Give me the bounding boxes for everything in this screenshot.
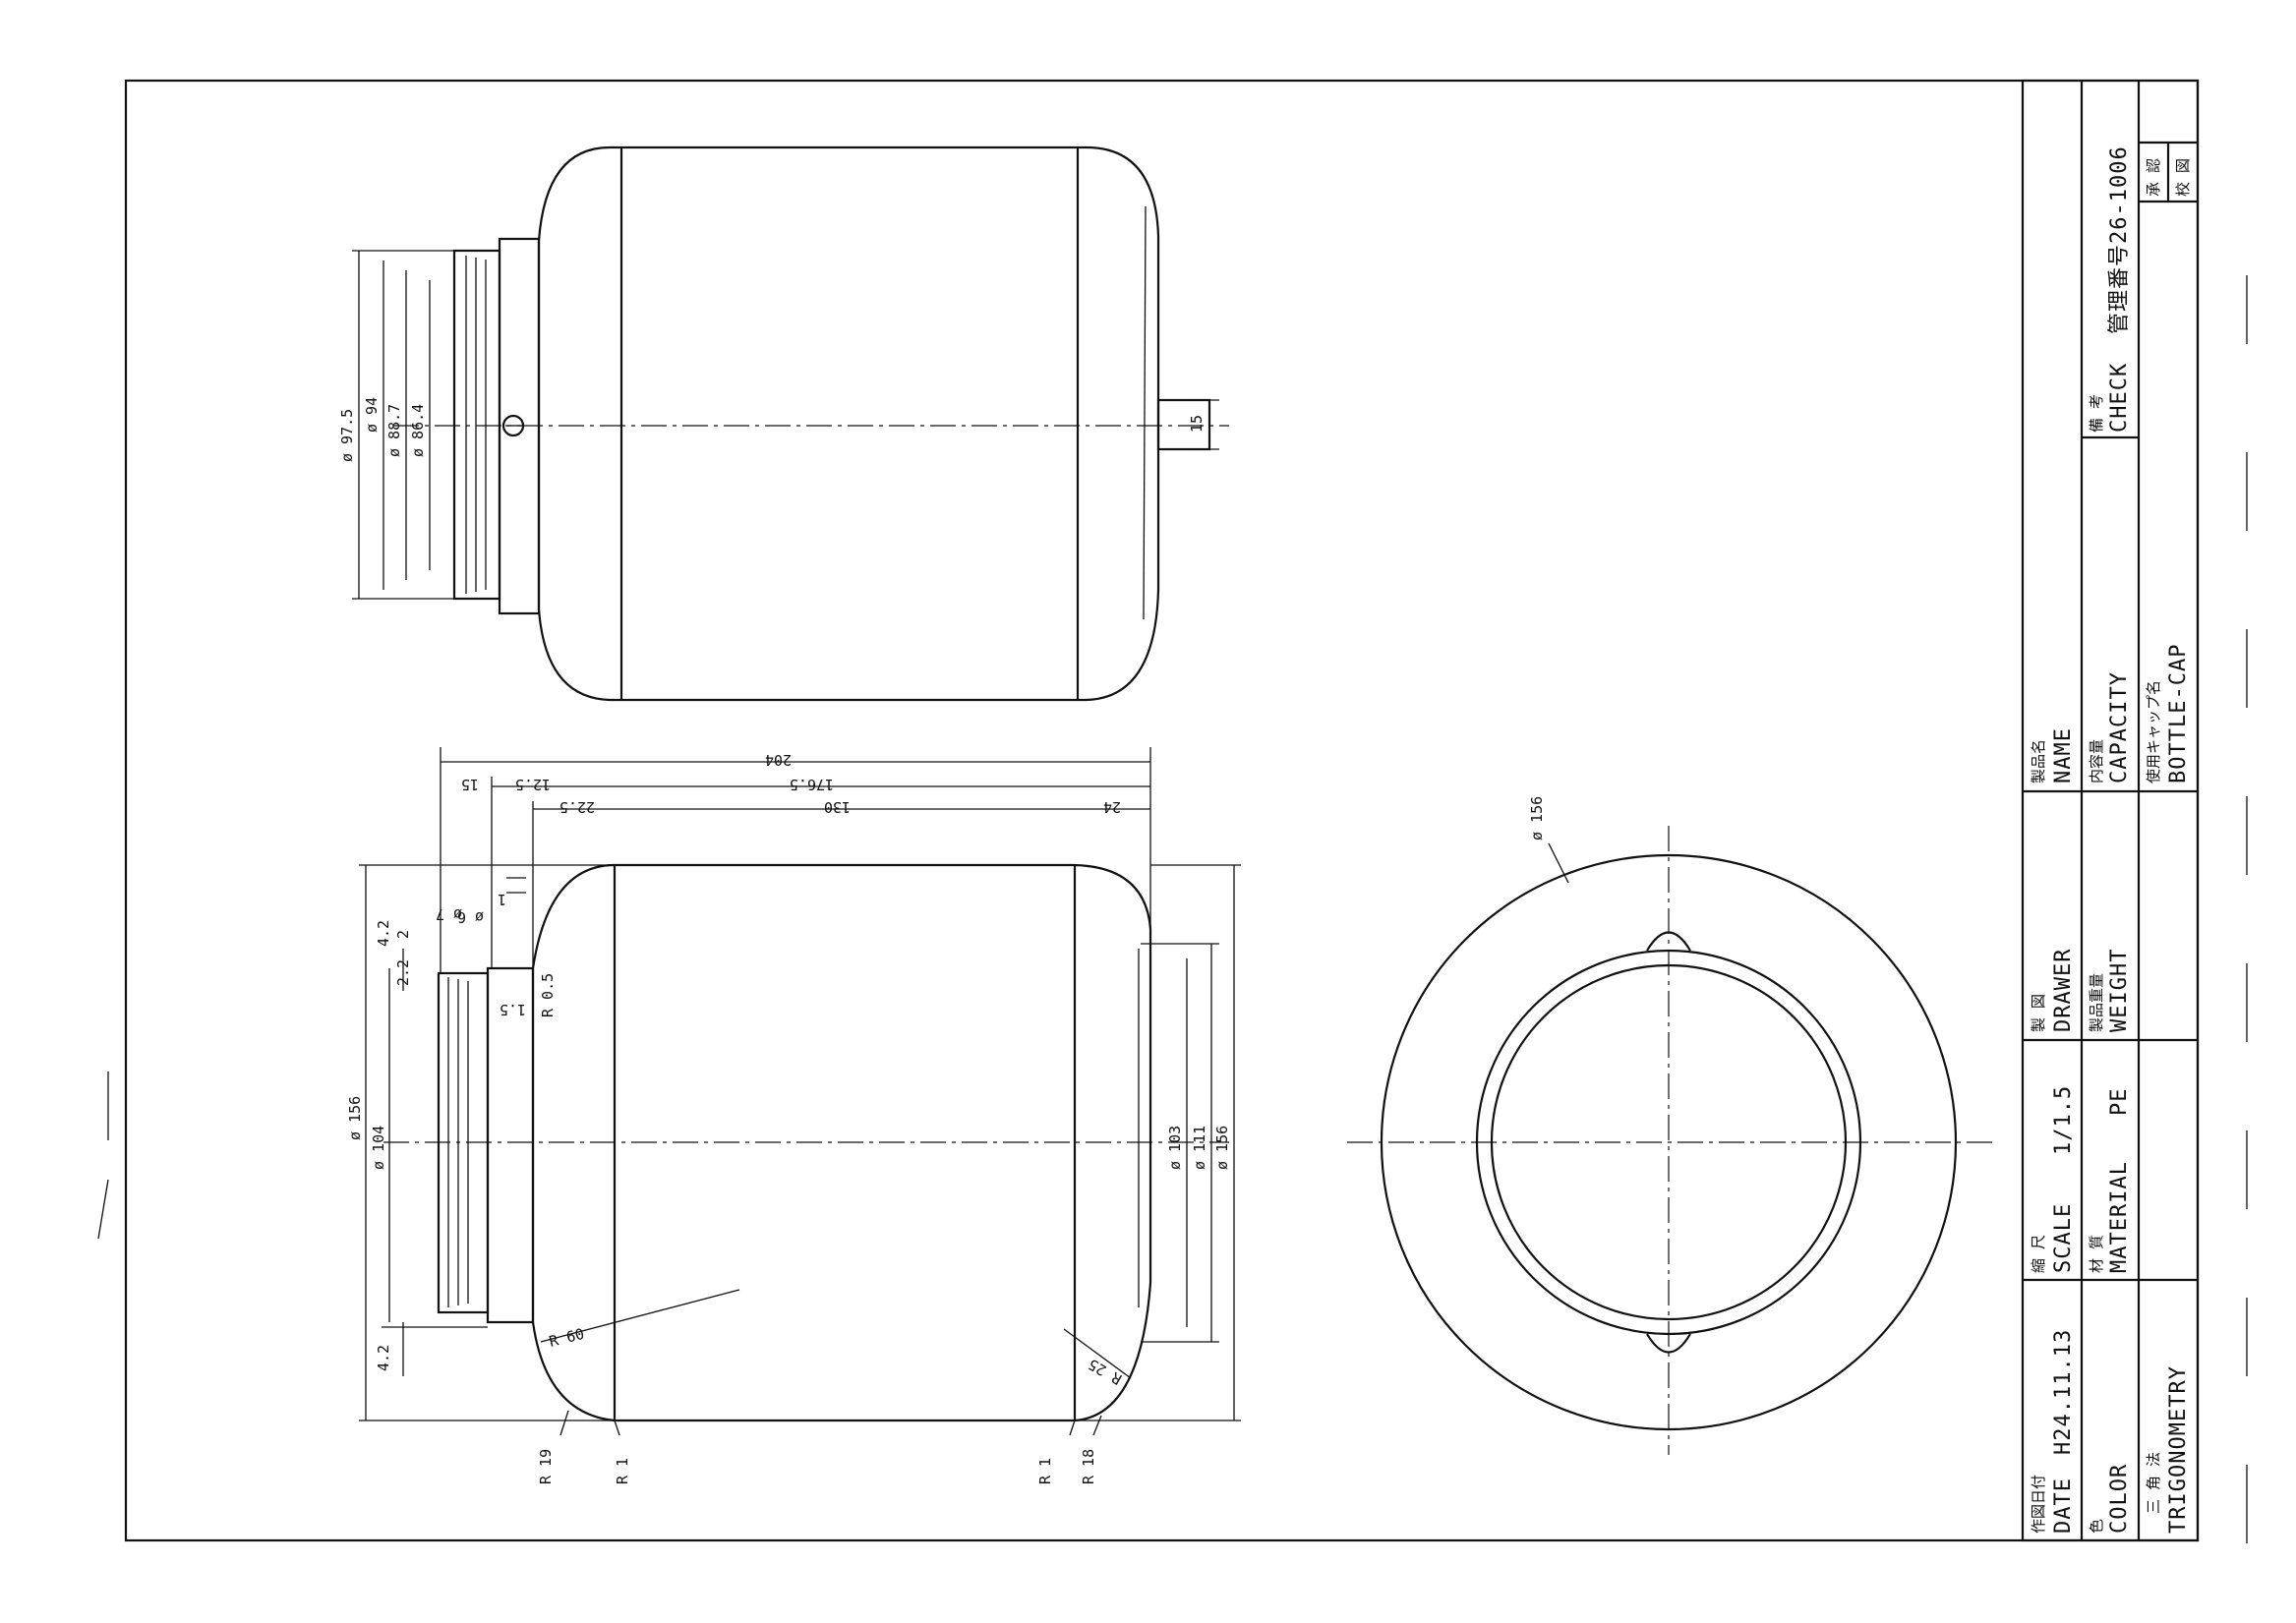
dim-len125: 12.5 (515, 776, 551, 793)
scan-mark (97, 1179, 109, 1240)
dim-len225: 22.5 (559, 798, 595, 816)
tb-approval-2: 校 図 (2174, 158, 2192, 197)
tb-date-label: DATE (2051, 1478, 2076, 1534)
leader-r18 (1092, 1415, 1102, 1436)
tb-capacity-label: CAPACITY (2107, 671, 2132, 783)
dim-t42-top: 4.2 (375, 920, 392, 947)
leader-r19 (559, 1410, 569, 1436)
dim-dia104: ø 104 (370, 1126, 387, 1170)
top-neck-thread (452, 249, 501, 601)
dim-d887: ø 88.7 (385, 404, 403, 457)
dim-r05: R 0.5 (539, 973, 557, 1017)
dim-end-d156: ø 156 (1528, 796, 1546, 840)
tb-projection-jp: 三 角 法 (2145, 1452, 2162, 1514)
dim-r1-right: R 1 (1036, 1458, 1054, 1484)
leader-r1-right (1069, 1420, 1076, 1436)
dim-t15: 1.5 (500, 1001, 526, 1018)
leader-r1-left (614, 1420, 620, 1436)
tb-date-value: H24.11.13 (2051, 1329, 2076, 1455)
tb-material-label: MATERIAL (2107, 1161, 2132, 1273)
tb-date-jp: 作図日付 (2030, 1475, 2047, 1534)
tb-drawer-label: DRAWER (2051, 949, 2076, 1032)
tb-check-jp: 備 考 (2088, 394, 2105, 433)
tb-cap-label: BOTTLE-CAP (2166, 644, 2191, 783)
tb-scale-value: 1/1.5 (2051, 1085, 2076, 1155)
dim-t1: 1 (498, 891, 506, 908)
tb-scale-jp: 縮 尺 (2030, 1235, 2047, 1273)
tb-drawer-jp: 製 図 (2030, 994, 2047, 1032)
title-block: 作図日付 DATE H24.11.13 縮 尺 SCALE 1/1.5 製 図 … (2021, 79, 2200, 1542)
tb-weight-jp: 製品重量 (2088, 973, 2105, 1032)
dim-dia156-right: ø 156 (1213, 1126, 1231, 1170)
top-view: ø 97.5 ø 94 ø 88.7 ø 86.4 15 (338, 145, 1229, 702)
dim-d975: ø 97.5 (338, 409, 356, 462)
dim-t42-bottom: 4.2 (375, 1345, 392, 1371)
tb-name-label: NAME (2051, 727, 2076, 783)
drawing-border (124, 79, 2200, 1542)
title-block-frame (2021, 79, 2200, 1542)
side-view: 204 176.5 130 22.5 24 15 12.5 ø 156 ø 10… (346, 747, 1241, 1484)
dim-d864: ø 86.4 (409, 404, 427, 457)
dim-dia111: ø 111 (1191, 1126, 1208, 1170)
tb-color-label: COLOR (2107, 1464, 2132, 1534)
tb-check-label: CHECK (2107, 363, 2132, 433)
dim-len204: 204 (765, 751, 792, 769)
top-body-outline (537, 145, 1160, 702)
tb-material-jp: 材 質 (2088, 1235, 2105, 1273)
dim-r1-left: R 1 (614, 1458, 631, 1484)
dim-dia103: ø 103 (1166, 1126, 1184, 1170)
dim-len130: 130 (824, 798, 851, 816)
top-bottom-boss (1156, 398, 1211, 451)
end-view: ø 156 (1347, 796, 1996, 1455)
tb-capacity-jp: 内容量 (2088, 739, 2105, 783)
dim-len24: 24 (1103, 798, 1121, 816)
leader-end-156 (1548, 842, 1569, 884)
end-lug-bottom (1646, 1333, 1691, 1354)
tb-cap-jp: 使用キャップ名 (2145, 680, 2162, 783)
dim-t2: 2 (394, 930, 412, 939)
tb-approval-1: 承 認 (2145, 158, 2162, 197)
dim-h15: 15 (1188, 415, 1206, 433)
dim-len15: 15 (461, 776, 479, 793)
leader-r60 (540, 1289, 740, 1343)
side-neck (486, 966, 535, 1324)
tb-scale-label: SCALE (2051, 1203, 2076, 1273)
top-inner-wall (1143, 205, 1147, 620)
dim-t22: 2.2 (394, 959, 412, 986)
dim-r60: R 60 (548, 1325, 586, 1351)
dim-r18: R 18 (1080, 1449, 1097, 1484)
dim-len1765: 176.5 (790, 776, 834, 793)
dim-dia156-left: ø 156 (346, 1096, 364, 1140)
tb-name-jp: 製品名 (2030, 739, 2047, 783)
dim-t7: ø 7 (436, 905, 462, 923)
dim-d94: ø 94 (363, 397, 381, 433)
tb-control-number: 管理番号26-1006 (2107, 145, 2132, 334)
dim-t6: ø 6 (457, 908, 484, 926)
leader-r25 (1063, 1328, 1132, 1379)
dim-r19: R 19 (537, 1449, 555, 1484)
tb-color-jp: 色 (2088, 1519, 2105, 1534)
tb-material-value: PE (2107, 1088, 2132, 1117)
tb-projection-label: TRIGONOMETRY (2166, 1365, 2191, 1534)
tb-weight-label: WEIGHT (2107, 949, 2132, 1032)
